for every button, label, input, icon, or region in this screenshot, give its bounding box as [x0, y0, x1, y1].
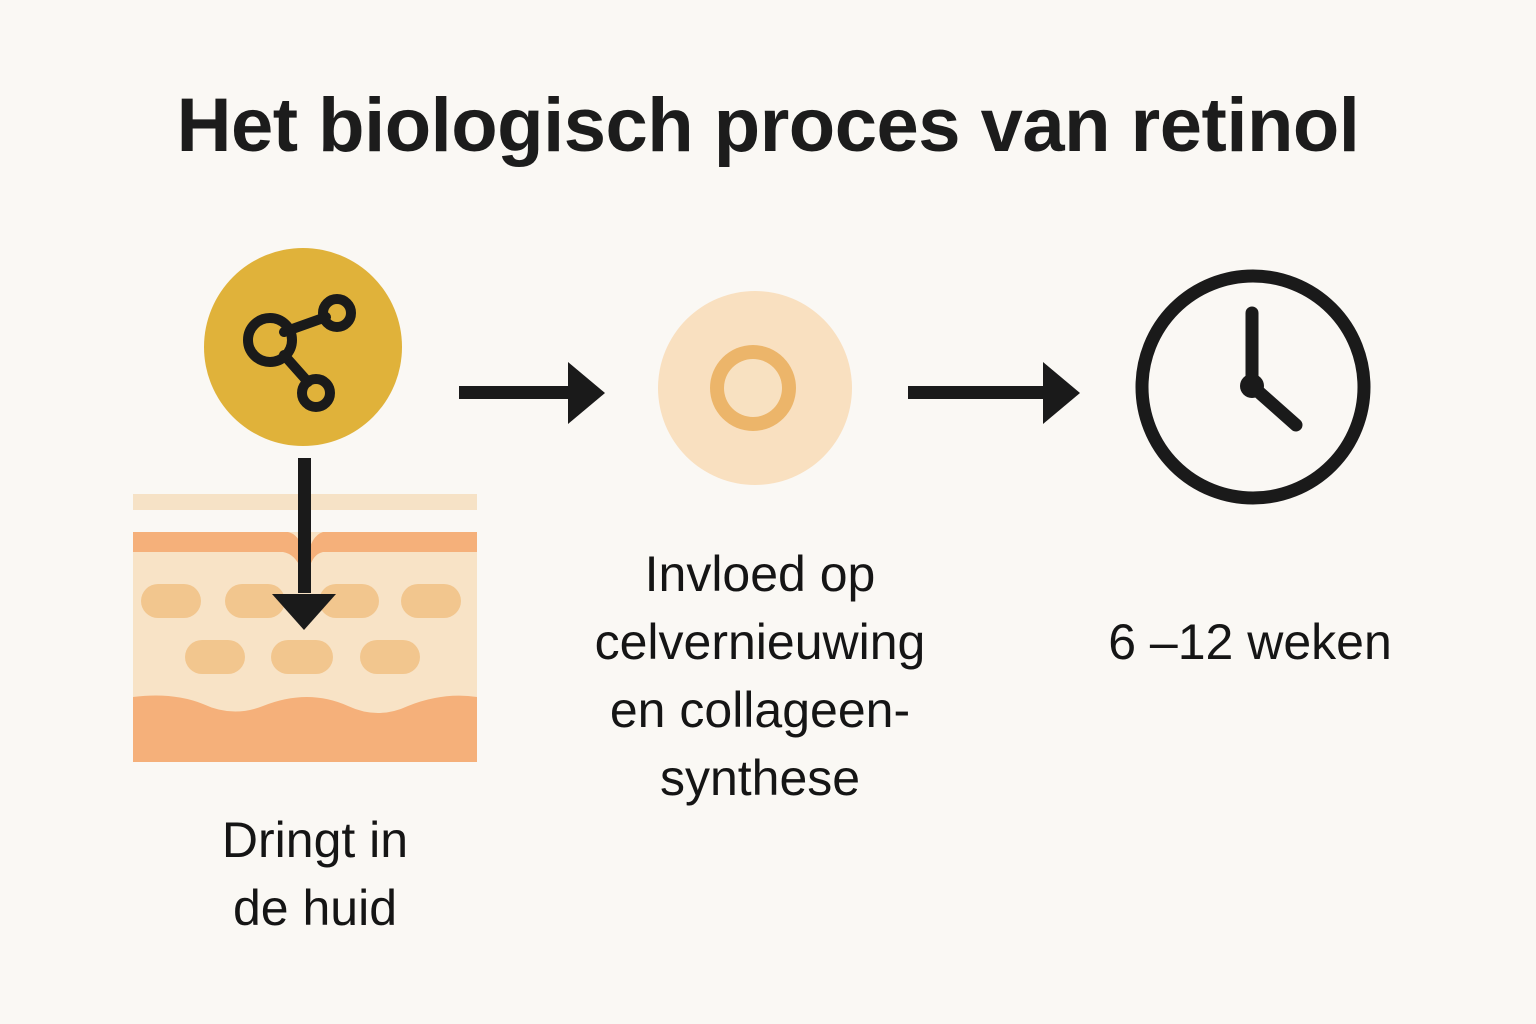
molecule-icon: [204, 248, 402, 446]
skin-cell: [401, 584, 461, 618]
skin-epidermis-band: [133, 532, 477, 573]
down-arrow-icon: [272, 458, 336, 630]
molecule-circle: [204, 248, 402, 446]
skin-cell: [360, 640, 420, 674]
skin-cell: [319, 584, 379, 618]
skin-cell: [271, 640, 333, 674]
skin-cell: [185, 640, 245, 674]
label-line: en collageen-: [609, 682, 911, 738]
right-arrow-icon: [459, 362, 605, 424]
clock-icon: [1135, 269, 1371, 505]
skin-cell: [225, 584, 285, 618]
right-arrow-icon: [908, 362, 1080, 424]
label-line: synthese: [659, 750, 861, 806]
skin-lower-layer: [133, 695, 477, 762]
label-line: Dringt in: [221, 812, 409, 868]
skin-cell: [141, 584, 201, 618]
label-line: Invloed op: [644, 546, 876, 602]
diagram-title: Het biologisch proces van retinol: [176, 83, 1360, 168]
cell-icon: [658, 291, 852, 485]
label-line: celvernieuwing: [594, 614, 926, 670]
step-2-label: Invloed op celvernieuwing en collageen- …: [540, 540, 980, 812]
label-line: de huid: [232, 880, 398, 936]
step-3-label: 6 –12 weken: [1060, 608, 1440, 676]
cell-core: [724, 359, 782, 417]
step-1-label: Dringt in de huid: [170, 806, 460, 942]
label-line: 6 –12 weken: [1108, 614, 1392, 670]
